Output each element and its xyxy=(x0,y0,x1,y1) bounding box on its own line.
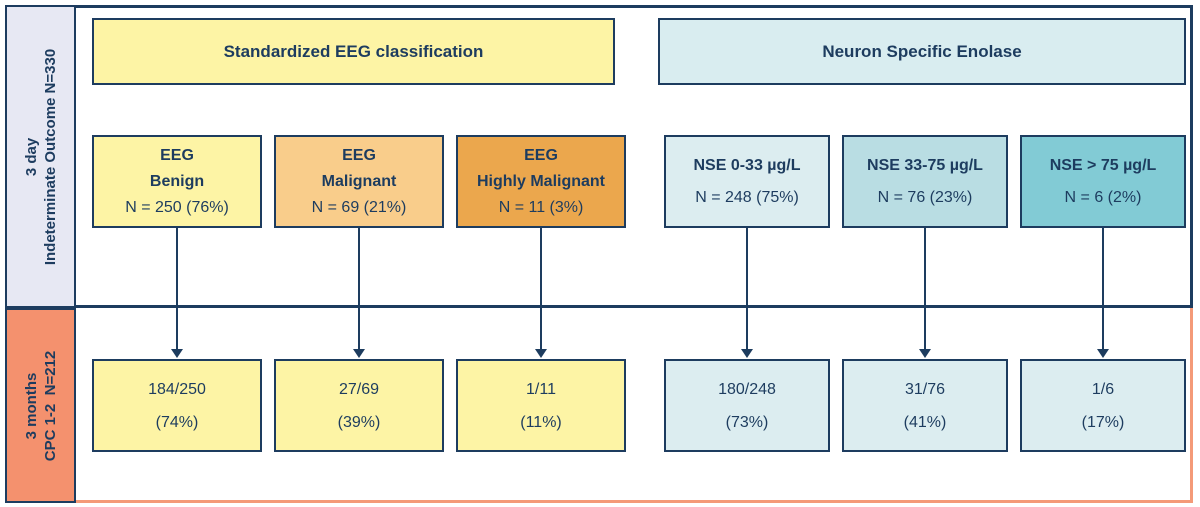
sidebar-3months-line2: CPC 1-2 N=212 xyxy=(41,350,59,461)
outcome-nse-33-75: 31/76 (41%) xyxy=(842,359,1008,452)
outcome-ratio: 1/11 xyxy=(526,380,556,398)
sidebar-3months-line1: 3 months xyxy=(22,372,40,439)
box-title-line: NSE 0-33 µg/L xyxy=(693,156,801,174)
arrow-head-icon xyxy=(171,349,183,358)
outcome-eeg-highly-malignant: 1/11 (11%) xyxy=(456,359,626,452)
outcome-ratio: 1/6 xyxy=(1091,380,1115,398)
arrow-shaft xyxy=(746,228,748,349)
outcome-nse-0-33: 180/248 (73%) xyxy=(664,359,830,452)
outcome-eeg-benign: 184/250 (74%) xyxy=(92,359,262,452)
box-title-line: EEG xyxy=(342,146,376,164)
box-title-line: NSE > 75 µg/L xyxy=(1049,156,1157,174)
arrow-shaft xyxy=(358,228,360,349)
outcome-nse-gt-75: 1/6 (17%) xyxy=(1020,359,1186,452)
sidebar-3day-label: 3 day Indeterminate Outcome N=330 xyxy=(22,48,60,264)
box-eeg-malignant: EEG Malignant N = 69 (21%) xyxy=(274,135,444,228)
arrow-head-icon xyxy=(1097,349,1109,358)
flow-arrow xyxy=(353,228,365,358)
outcome-percent: (73%) xyxy=(725,413,769,431)
box-title-line: EEG xyxy=(160,146,194,164)
flow-arrow xyxy=(919,228,931,358)
box-nse-0-33: NSE 0-33 µg/L N = 248 (75%) xyxy=(664,135,830,228)
box-title-line: Benign xyxy=(149,172,205,190)
outcome-ratio: 180/248 xyxy=(718,380,776,398)
arrow-shaft xyxy=(540,228,542,349)
flow-arrow xyxy=(535,228,547,358)
outcome-ratio: 27/69 xyxy=(338,380,380,398)
sidebar-3months-label: 3 months CPC 1-2 N=212 xyxy=(22,350,60,460)
header-nse-label: Neuron Specific Enolase xyxy=(822,41,1022,61)
outcome-percent: (74%) xyxy=(155,413,199,431)
outcome-percent: (41%) xyxy=(903,413,947,431)
sidebar-3day-line2: Indeterminate Outcome N=330 xyxy=(41,48,59,265)
box-n-value: N = 248 (75%) xyxy=(695,188,799,206)
arrow-head-icon xyxy=(741,349,753,358)
arrow-head-icon xyxy=(353,349,365,358)
box-n-value: N = 76 (23%) xyxy=(877,188,973,206)
outcome-ratio: 184/250 xyxy=(148,380,206,398)
box-nse-33-75: NSE 33-75 µg/L N = 76 (23%) xyxy=(842,135,1008,228)
arrow-head-icon xyxy=(535,349,547,358)
header-eeg-label: Standardized EEG classification xyxy=(223,41,484,61)
box-title-line: Malignant xyxy=(321,172,397,190)
outcome-eeg-malignant: 27/69 (39%) xyxy=(274,359,444,452)
sidebar-3day-indeterminate: 3 day Indeterminate Outcome N=330 xyxy=(5,5,76,308)
flow-arrow xyxy=(741,228,753,358)
sidebar-3months-cpc12: 3 months CPC 1-2 N=212 xyxy=(5,308,76,503)
flow-arrow xyxy=(1097,228,1109,358)
box-nse-gt-75: NSE > 75 µg/L N = 6 (2%) xyxy=(1020,135,1186,228)
box-title-line: EEG xyxy=(524,146,558,164)
box-n-value: N = 69 (21%) xyxy=(311,198,407,216)
box-eeg-highly-malignant: EEG Highly Malignant N = 11 (3%) xyxy=(456,135,626,228)
arrow-shaft xyxy=(1102,228,1104,349)
box-n-value: N = 250 (76%) xyxy=(125,198,229,216)
arrow-shaft xyxy=(176,228,178,349)
box-title-line: Highly Malignant xyxy=(477,172,605,190)
arrow-shaft xyxy=(924,228,926,349)
header-nse: Neuron Specific Enolase xyxy=(658,18,1186,85)
flow-arrow xyxy=(171,228,183,358)
arrow-head-icon xyxy=(919,349,931,358)
box-title-line: NSE 33-75 µg/L xyxy=(867,156,983,174)
box-eeg-benign: EEG Benign N = 250 (76%) xyxy=(92,135,262,228)
box-n-value: N = 11 (3%) xyxy=(498,198,584,216)
sidebar-3day-line1: 3 day xyxy=(22,137,40,176)
box-n-value: N = 6 (2%) xyxy=(1064,188,1142,206)
outcome-ratio: 31/76 xyxy=(904,380,946,398)
outcome-percent: (11%) xyxy=(520,413,562,431)
header-eeg-classification: Standardized EEG classification xyxy=(92,18,615,85)
outcome-percent: (17%) xyxy=(1081,413,1125,431)
outcome-percent: (39%) xyxy=(337,413,381,431)
